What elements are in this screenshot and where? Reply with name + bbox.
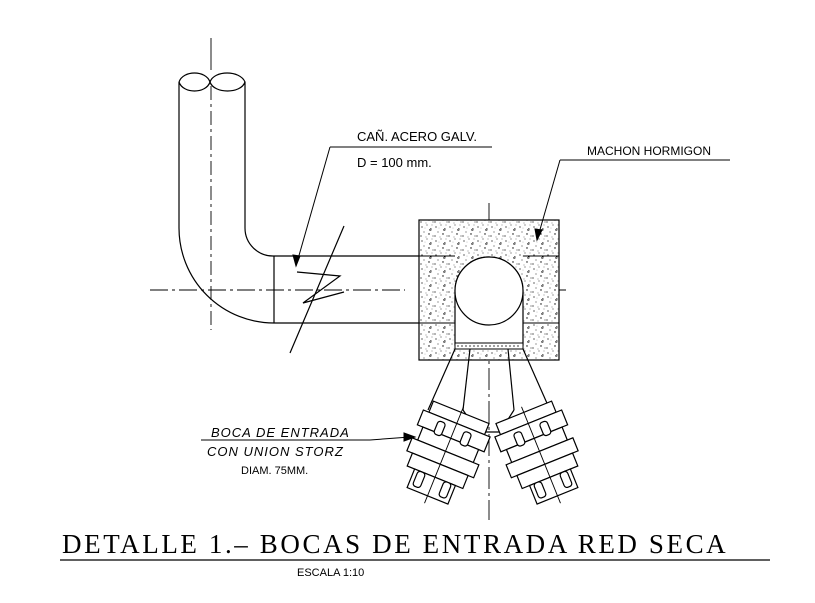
concrete-block-label: MACHON HORMIGON (587, 144, 711, 158)
inlet-label-line1: BOCA DE ENTRADA (211, 425, 350, 440)
inlet-label-line2: CON UNION STORZ (207, 444, 344, 459)
pipe-material-label: CAÑ. ACERO GALV. (357, 129, 477, 144)
galvanized-pipe-elbow (178, 72, 419, 354)
inlet-diameter-label: DIAM. 75MM. (241, 465, 308, 477)
drawing-title: DETALLE 1.– BOCAS DE ENTRADA RED SECA (62, 529, 728, 559)
storz-coupling-left (406, 400, 491, 505)
scale-label: ESCALA 1:10 (297, 567, 364, 579)
concrete-block (418, 219, 560, 361)
pipe-diameter-label: D = 100 mm. (357, 155, 432, 170)
leader-lines (201, 146, 730, 442)
storz-coupling-right (494, 400, 579, 505)
